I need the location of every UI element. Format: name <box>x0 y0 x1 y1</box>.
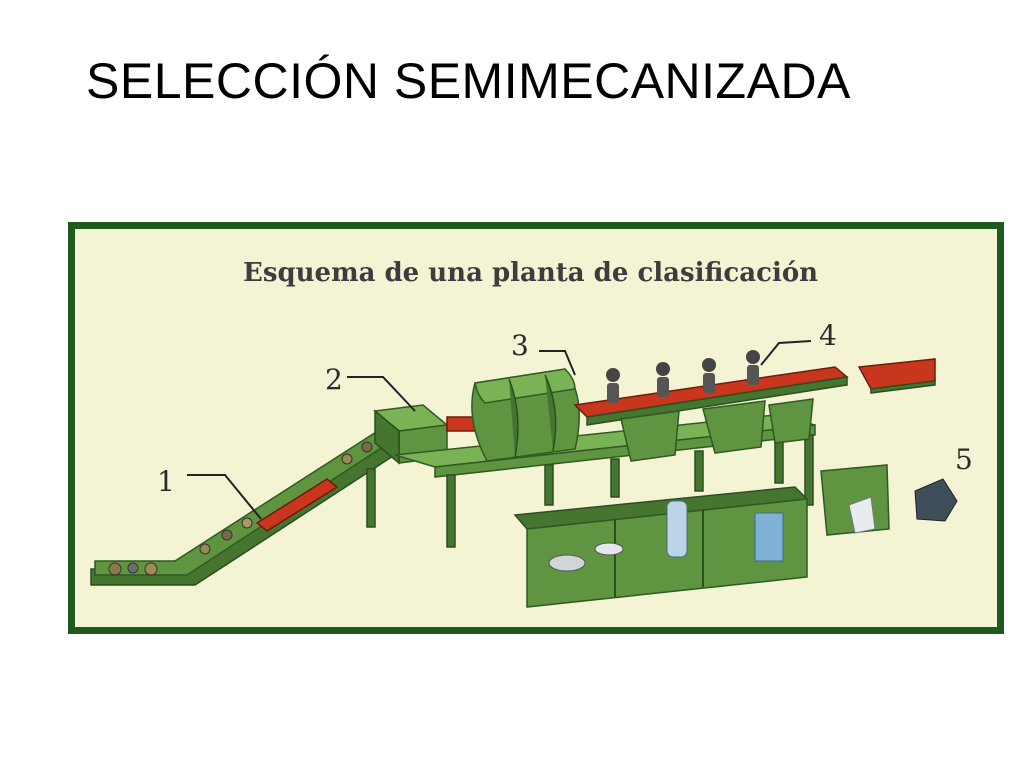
inclined-conveyor <box>90 424 415 586</box>
callout-3: 3 <box>511 329 529 362</box>
drop-chutes <box>620 398 814 462</box>
plant-illustration: Esquema de una planta de clasificación <box>90 258 973 608</box>
callout-leader-2 <box>347 376 416 412</box>
callout-4: 4 <box>819 319 837 352</box>
reject-conveyor <box>857 358 936 394</box>
sorting-workers <box>606 350 760 403</box>
trommel-drum <box>446 368 580 462</box>
callout-leader-4 <box>760 340 812 366</box>
callout-2: 2 <box>325 363 343 396</box>
callout-leader-3 <box>539 350 576 376</box>
diagram-heading: Esquema de una planta de clasificación <box>243 258 818 288</box>
slide-title: SELECCIÓN SEMIMECANIZADA <box>86 53 851 109</box>
collection-bins <box>513 464 958 608</box>
callout-leader-1 <box>187 474 262 520</box>
plant-diagram: Esquema de una planta de clasificación <box>68 222 1004 634</box>
callout-1: 1 <box>157 465 175 498</box>
callout-5: 5 <box>955 443 973 476</box>
